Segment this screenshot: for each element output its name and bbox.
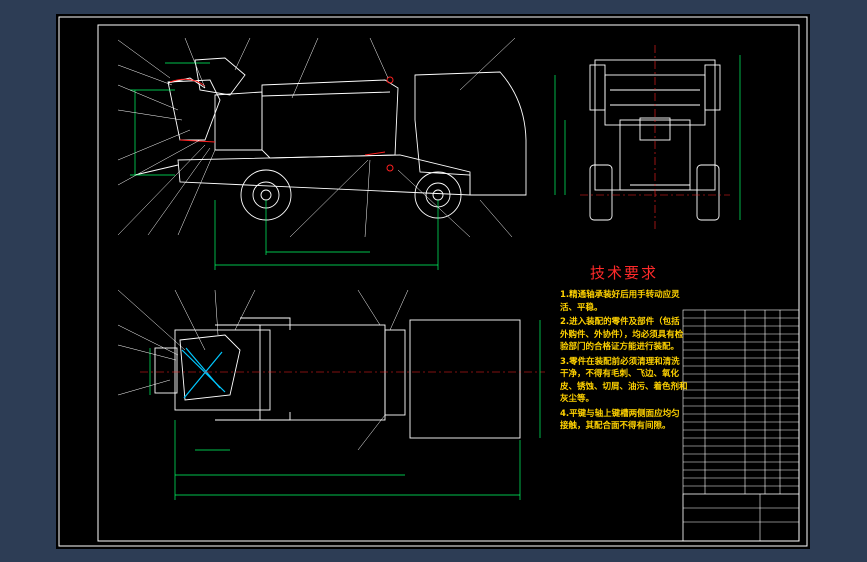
side-view <box>134 57 527 221</box>
drawing-sheet <box>56 14 810 549</box>
title-block <box>682 309 800 542</box>
inner-border <box>97 24 800 542</box>
requirement-item-2: 2.进入装配的零件及部件（包括外购件、外协件），均必须具有检验部门的合格证方能进… <box>560 317 684 352</box>
top-view <box>154 317 521 439</box>
requirement-item-1: 1.精通轴承装好后用手转动应灵活、平稳。 <box>560 290 680 313</box>
requirement-item-3: 3.零件在装配前必须清理和清洗干净，不得有毛刺、飞边、氧化皮、锈蚀、切屑、油污、… <box>560 356 688 405</box>
requirement-item-4: 4.平键与轴上键槽两侧面应均匀接触，其配合面不得有间隙。 <box>560 408 680 432</box>
technical-requirements-title: 技术要求 <box>590 264 659 282</box>
technical-requirements: 技术要求 1.精通轴承装好后用手转动应灵活、平稳。 2.进入装配的零件及部件（包… <box>560 262 688 435</box>
